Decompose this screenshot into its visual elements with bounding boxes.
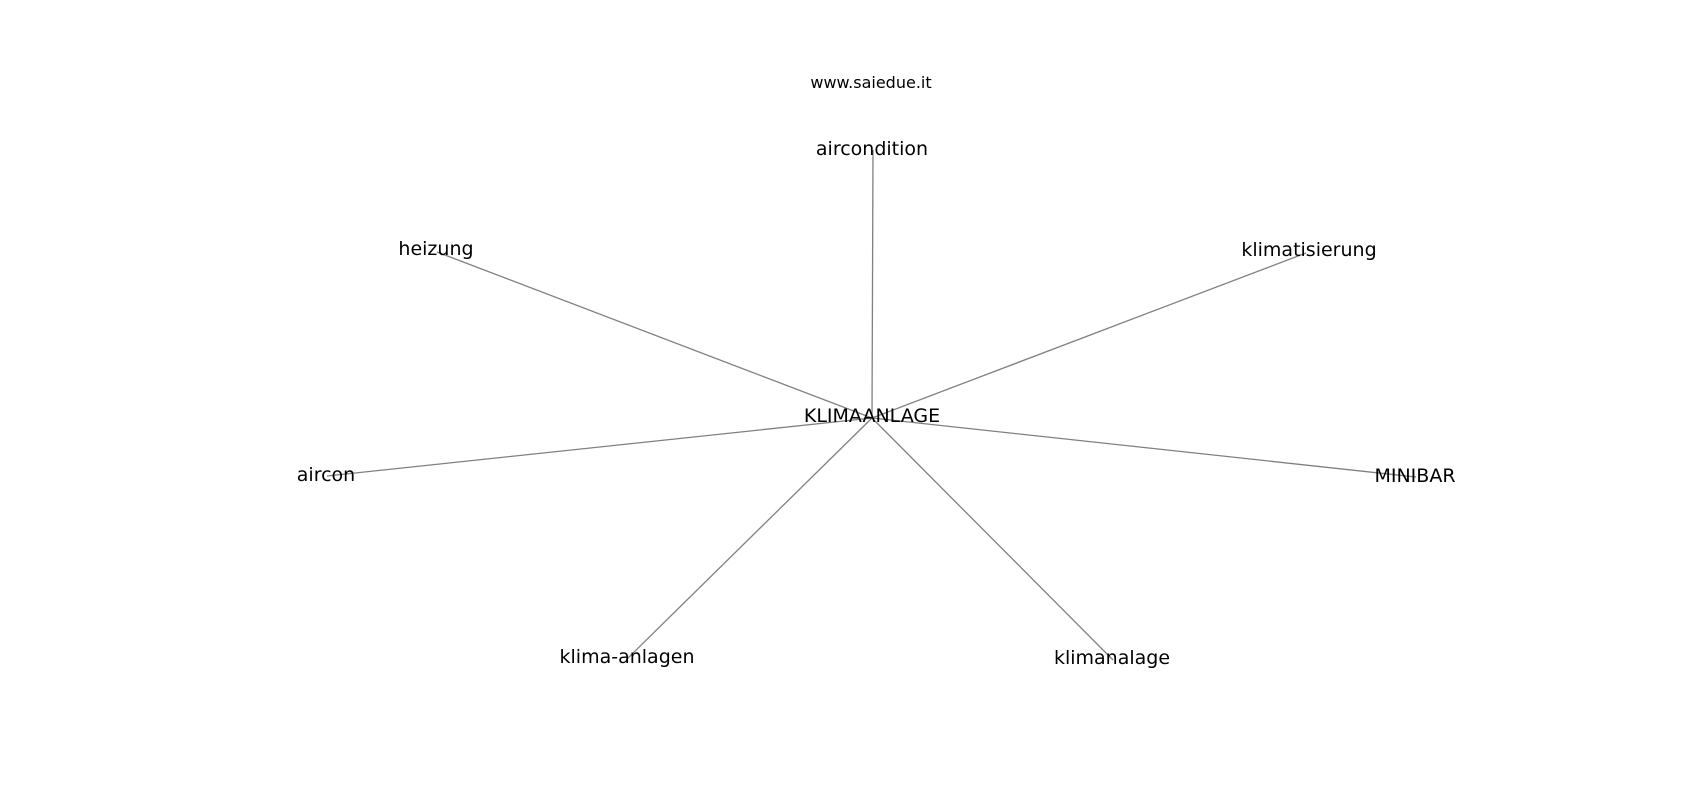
edge-klimaanlage-klimanalage — [871, 417, 1114, 661]
edges — [326, 149, 1417, 661]
node-label-aircon: aircon — [297, 464, 355, 486]
node-label-minibar: MINIBAR — [1374, 465, 1455, 487]
node-label-klima-anlagen: klima-anlagen — [560, 646, 695, 668]
edge-klimaanlage-aircondition — [871, 149, 874, 419]
center-node-label: KLIMAANLAGE — [804, 405, 940, 427]
edge-klimaanlage-minibar — [871, 417, 1417, 478]
nodes: KLIMAANLAGE aircondition heizung klimati… — [297, 138, 1456, 669]
edge-klimaanlage-klimatisierung — [871, 252, 1307, 419]
edge-klimaanlage-klima-anlagen — [626, 417, 873, 660]
diagram-title: www.saiedue.it — [810, 73, 931, 92]
node-label-heizung: heizung — [398, 238, 473, 260]
node-label-klimanalage: klimanalage — [1054, 647, 1170, 669]
node-label-aircondition: aircondition — [816, 138, 928, 160]
node-label-klimatisierung: klimatisierung — [1241, 239, 1376, 261]
edge-klimaanlage-heizung — [436, 251, 873, 419]
edge-klimaanlage-aircon — [326, 417, 873, 477]
